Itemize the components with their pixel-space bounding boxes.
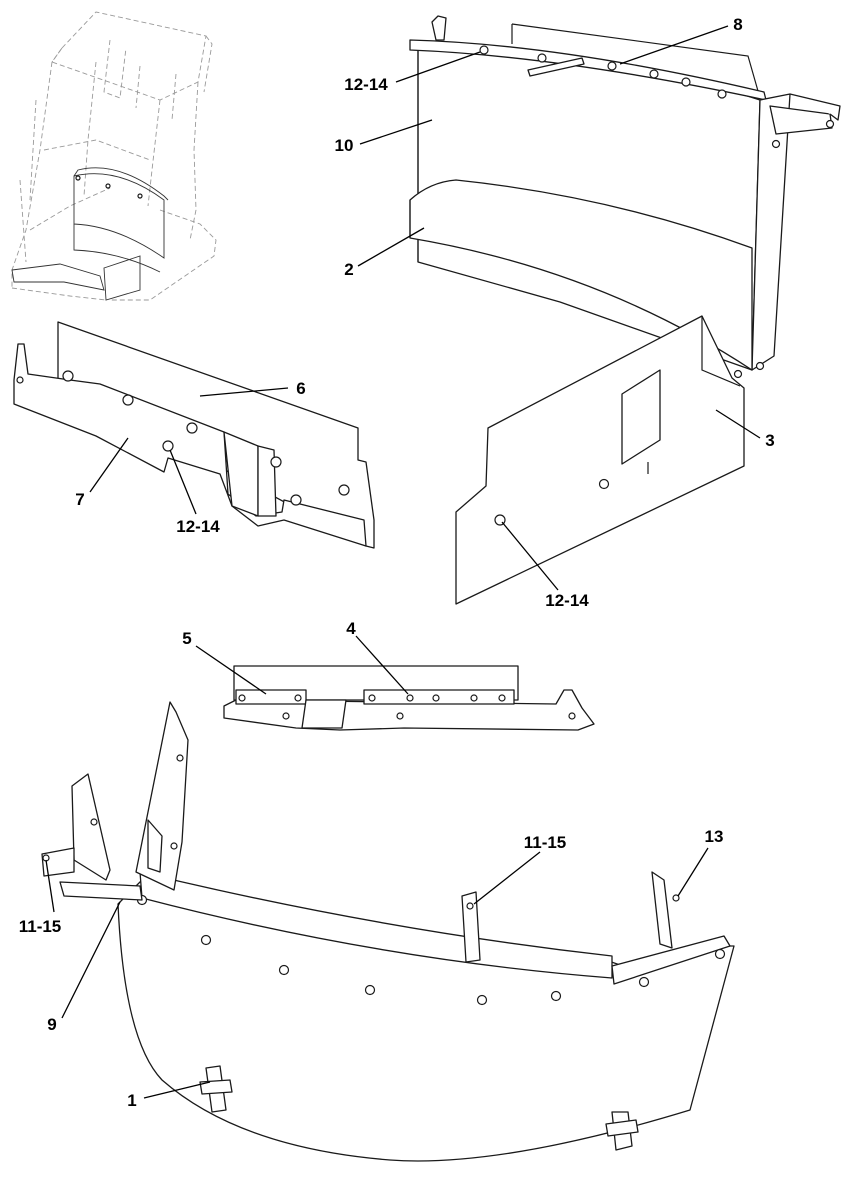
callout-3: 3 [765, 431, 774, 450]
callout-11-15-center: 11-15 [524, 833, 567, 852]
callout-1: 1 [127, 1091, 136, 1110]
callout-4: 4 [346, 619, 356, 638]
part-2-curved-panel [409, 179, 753, 371]
callout-labels: 8 12-14 10 2 6 3 7 12-14 12-14 5 4 11-15… [19, 15, 775, 1110]
callout-6: 6 [296, 379, 305, 398]
callout-7: 7 [75, 490, 84, 509]
callout-12-14-left: 12-14 [176, 517, 220, 536]
callout-11-15-left: 11-15 [19, 917, 62, 936]
callout-10: 10 [335, 136, 354, 155]
callout-13: 13 [705, 827, 724, 846]
part-6-7-left-panel [13, 321, 375, 549]
callout-5: 5 [182, 629, 191, 648]
callout-9: 9 [47, 1015, 56, 1034]
callout-2: 2 [344, 260, 353, 279]
callout-12-14-top: 12-14 [344, 75, 388, 94]
leader-lines [45, 25, 761, 1099]
part-3-side-panel [455, 315, 745, 605]
lower-curved-assembly [41, 701, 735, 1162]
upper-right-bracket [751, 93, 841, 371]
part-4-5-strip [223, 665, 595, 731]
callout-12-14-right: 12-14 [545, 591, 589, 610]
callout-8: 8 [733, 15, 742, 34]
cab-locator-inset [11, 11, 217, 301]
